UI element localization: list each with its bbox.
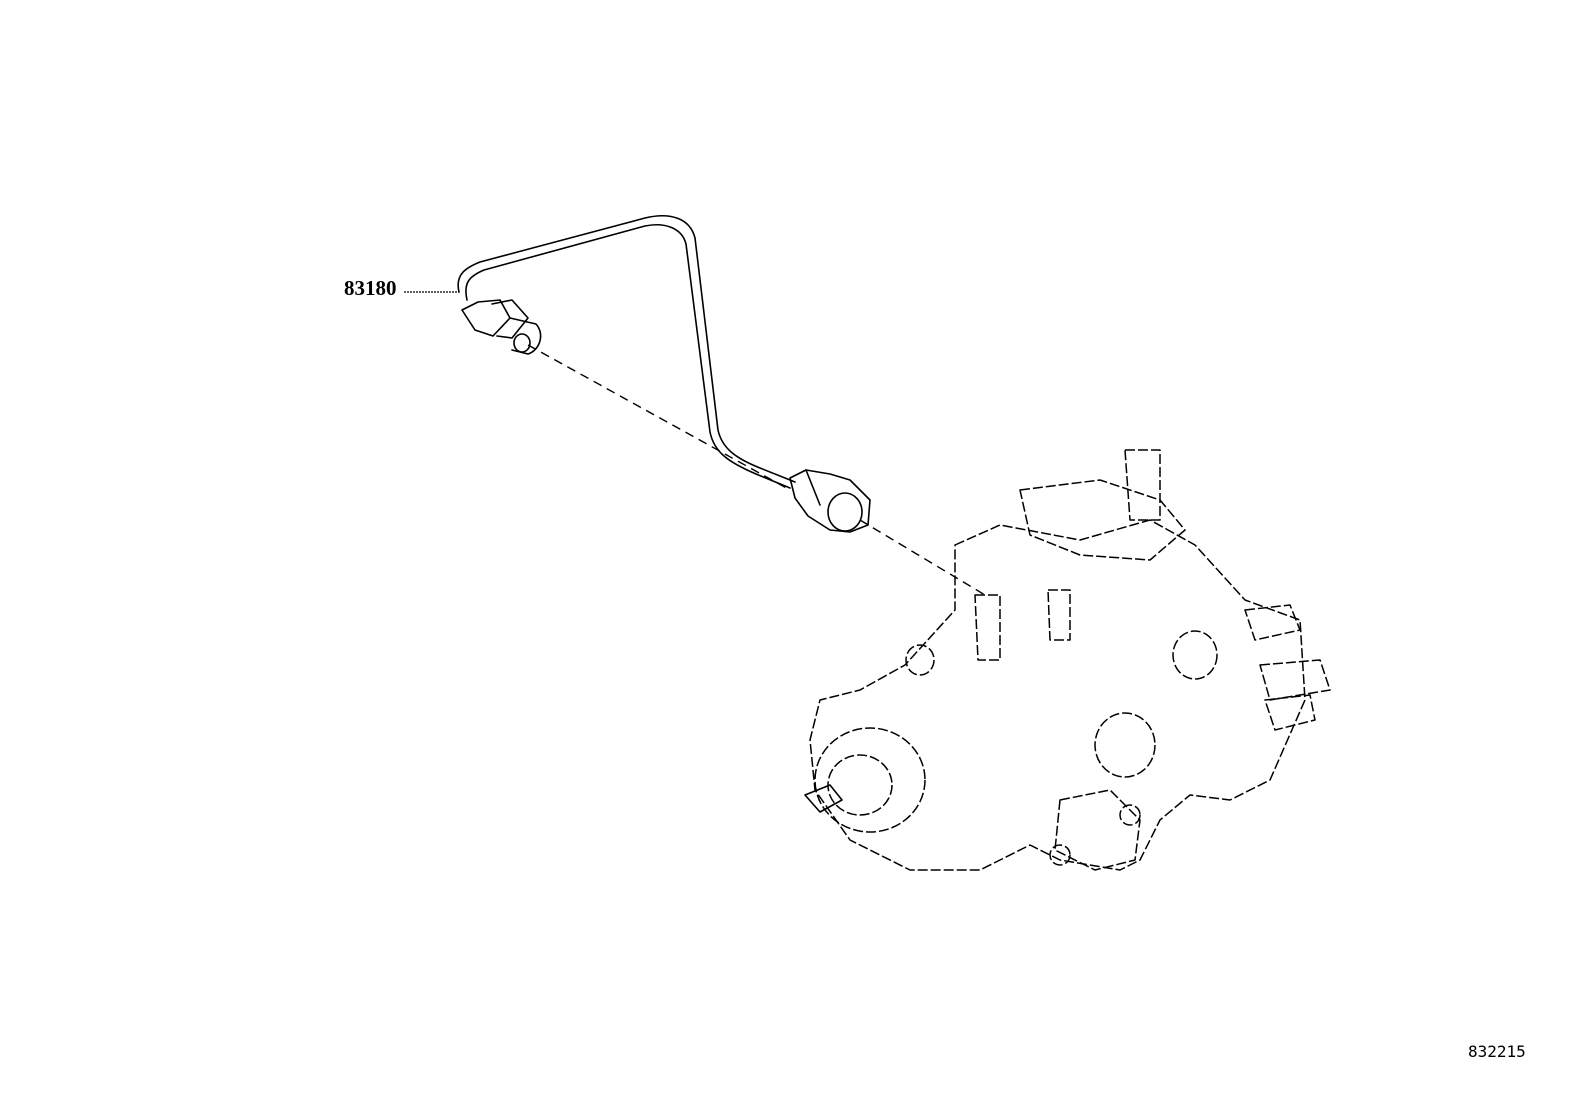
install-line-connector (859, 519, 986, 596)
connector (789, 469, 871, 533)
sensor (461, 299, 542, 355)
fuel-injection-pump (804, 449, 1331, 871)
part-number-callout: 83180 (344, 276, 397, 300)
figure-id: 832215 (1468, 1042, 1526, 1061)
harness-cable (457, 215, 796, 489)
install-line-sensor (527, 344, 791, 491)
